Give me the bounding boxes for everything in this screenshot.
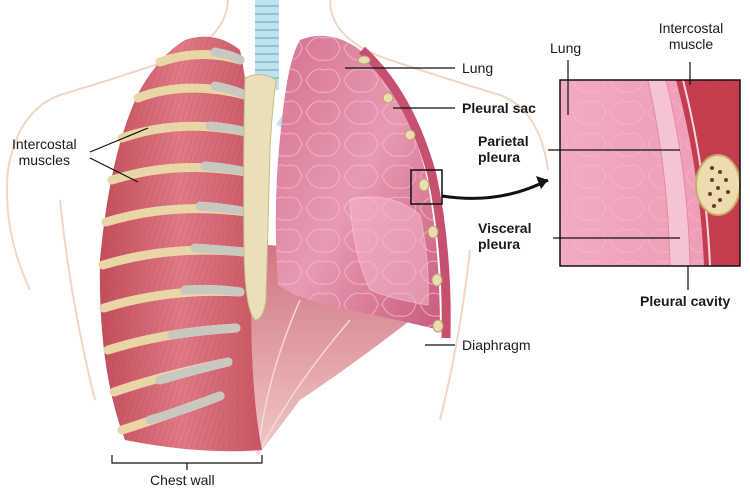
label-lung: Lung — [462, 60, 494, 76]
lung-cutaway — [275, 35, 451, 339]
label-diaphragm: Diaphragm — [462, 337, 531, 353]
label-pleural-cavity: Pleural cavity — [640, 293, 731, 309]
zoom-box — [410, 169, 443, 205]
zoom-arrow — [441, 178, 549, 200]
chest-wall — [98, 36, 277, 452]
label-intercostal-muscles: Intercostal muscles — [12, 136, 77, 168]
label-inset-lung: Lung — [550, 40, 582, 56]
label-chest-wall: Chest wall — [150, 472, 215, 488]
rib-cross-sections — [357, 55, 444, 333]
inset-view — [559, 79, 741, 267]
label-visceral-pleura: Visceral pleura — [478, 220, 532, 252]
label-parietal-pleura: Parietal pleura — [478, 133, 529, 165]
label-pleural-sac: Pleural sac — [462, 100, 536, 116]
rib-section-icon — [695, 154, 741, 216]
leader-lines — [89, 60, 691, 470]
label-intercostal-muscle: Intercostal muscle — [658, 20, 724, 52]
sternum — [243, 74, 277, 321]
